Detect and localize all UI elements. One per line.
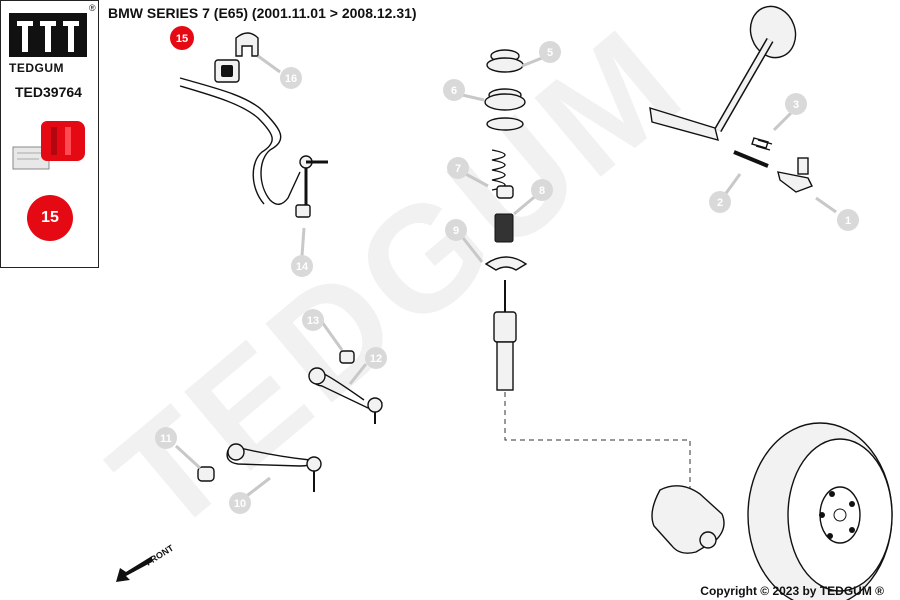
front-arrow-icon: [116, 556, 152, 582]
registered-mark: ®: [89, 3, 96, 13]
callout-12: 12: [365, 347, 387, 369]
svg-text:9: 9: [453, 225, 459, 237]
callout-14: 14: [291, 255, 313, 277]
product-sidebar: ® TEDGUM TED39764 15: [0, 0, 99, 268]
bushing-bracket-part: [235, 32, 259, 57]
product-photo-icon: [12, 121, 85, 170]
callout-8: 8: [531, 179, 553, 201]
callout-10: 10: [229, 492, 251, 514]
svg-text:13: 13: [307, 315, 319, 327]
callout-1: 1: [837, 209, 859, 231]
svg-text:10: 10: [234, 498, 246, 510]
svg-text:5: 5: [547, 47, 553, 59]
callout-5: 5: [539, 41, 561, 63]
highlighted-part-badge: 15: [27, 195, 73, 241]
callout-16: 16: [280, 67, 302, 89]
callout-11: 11: [155, 427, 177, 449]
shock-absorber-part: [496, 341, 514, 391]
callout-13: 13: [302, 309, 324, 331]
svg-text:14: 14: [296, 261, 309, 273]
svg-text:11: 11: [160, 433, 172, 445]
front-label: FRONT: [144, 543, 176, 568]
svg-text:16: 16: [285, 73, 297, 85]
svg-text:3: 3: [793, 99, 799, 111]
callout-3: 3: [785, 93, 807, 115]
part-number: TED39764: [15, 84, 82, 100]
callout-15-highlighted: 15: [170, 26, 194, 50]
callout-6: 6: [443, 79, 465, 101]
callout-9: 9: [445, 219, 467, 241]
tedgum-logo-icon: [9, 13, 87, 57]
callout-7: 7: [447, 157, 469, 179]
svg-text:7: 7: [455, 163, 461, 175]
svg-text:8: 8: [539, 185, 545, 197]
copyright-text: Copyright © 2023 by TEDGUM ®: [700, 584, 884, 598]
svg-text:2: 2: [717, 197, 723, 209]
svg-text:12: 12: [370, 353, 382, 365]
strut-upper-part: [493, 311, 517, 343]
svg-text:6: 6: [451, 85, 457, 97]
callout-2: 2: [709, 191, 731, 213]
stabilizer-link-part: [295, 204, 311, 218]
watermark-text: TEDGUM: [81, 0, 714, 565]
svg-text:15: 15: [176, 33, 188, 45]
svg-text:1: 1: [845, 215, 851, 227]
vehicle-title: BMW SERIES 7 (E65) (2001.11.01 > 2008.12…: [108, 5, 417, 21]
brand-name: TEDGUM: [9, 61, 64, 75]
